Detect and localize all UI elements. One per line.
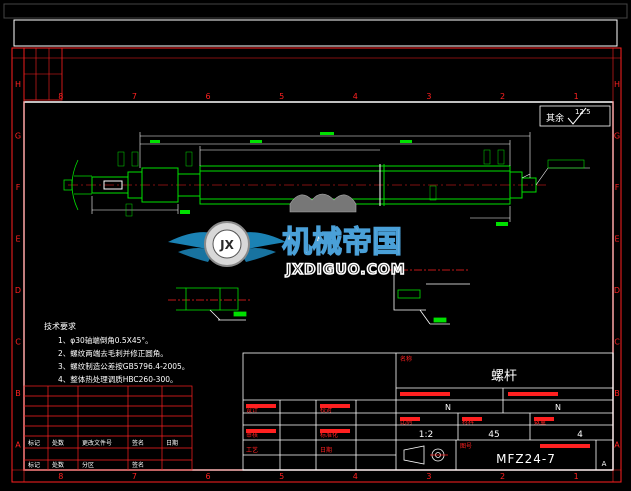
- zone-row-label: C: [15, 337, 21, 346]
- revision-table-headers: 标记 处数 更改文件号 签名 日期 标记 处数 分区 签名: [28, 439, 178, 469]
- date-caption: 日期: [320, 446, 332, 454]
- zone-row-label: A: [15, 440, 21, 449]
- watermark-en: JXDIGUO.COM: [285, 262, 406, 278]
- roughness-note: 其余 12.5: [539, 105, 611, 127]
- zone-row-label: G: [15, 131, 21, 140]
- tech-note-2: 2、螺纹两端去毛刺并修正圆角。: [58, 348, 168, 358]
- rev-footer-count: 处数: [52, 461, 64, 469]
- zone-col-label: 4: [353, 92, 358, 101]
- zone-col-label: 1: [574, 92, 579, 101]
- approve-caption: 审核: [246, 431, 258, 439]
- quantity-value: 4: [577, 430, 583, 440]
- zone-col-label: 4: [353, 472, 358, 481]
- zone-row-label: D: [15, 286, 21, 295]
- zone-row-label: F: [615, 183, 620, 192]
- rev-footer-mark: 标记: [28, 461, 40, 469]
- check-caption: 校对: [320, 406, 332, 414]
- scale-caption: 比例: [400, 418, 412, 426]
- zone-col-label: 5: [279, 92, 284, 101]
- zone-col-label: 6: [206, 92, 211, 101]
- material-value: 45: [488, 430, 499, 440]
- rev-header-count: 处数: [52, 439, 64, 447]
- tech-notes-title: 技术要求: [44, 321, 76, 331]
- zone-col-labels-top: 8 7 6 5 4 3 2 1: [58, 92, 578, 101]
- thread-profile-detail: [289, 193, 357, 213]
- zone-row-label: D: [614, 286, 620, 295]
- n-right: N: [555, 403, 561, 412]
- tech-note-3: 3、螺纹制造公差按GB5796.4-2005。: [58, 361, 189, 371]
- top-strip: [13, 19, 618, 47]
- roughness-value: 12.5: [575, 108, 591, 116]
- rev-footer-sign: 签名: [132, 461, 144, 469]
- dimension-lines: [91, 132, 531, 222]
- rev-header-sign: 签名: [132, 439, 144, 447]
- left-end-callout: [63, 159, 92, 211]
- title-block-accents: [246, 392, 590, 448]
- zone-col-labels-bottom: 8 7 6 5 4 3 2 1: [58, 472, 578, 481]
- zone-row-label: E: [614, 234, 619, 243]
- tech-note-1: 1、φ30轴端倒角0.5X45°。: [58, 335, 153, 345]
- tech-note-4: 4、整体热处理调质HBC260-300。: [58, 374, 178, 384]
- part-name-caption: 名称: [400, 355, 412, 363]
- sheet-letter: A: [602, 460, 607, 468]
- rev-header-mark: 标记: [28, 439, 40, 447]
- rev-header-doc: 更改文件号: [82, 439, 112, 447]
- roughness-label: 其余: [546, 112, 564, 124]
- rev-footer-zone: 分区: [82, 461, 94, 469]
- zone-col-label: 1: [574, 472, 579, 481]
- zone-col-label: 6: [206, 472, 211, 481]
- zone-col-label: 5: [279, 472, 284, 481]
- watermark-badge: JX: [219, 238, 234, 252]
- screw-shaft-view: [68, 164, 548, 206]
- zone-row-label: A: [614, 440, 620, 449]
- title-block-grid: [242, 352, 614, 471]
- watermark-logo: JX 机械帝国 JXDIGUO.COM: [168, 221, 406, 279]
- zone-row-labels-left: H G F E D C B A: [15, 80, 21, 450]
- right-end-tolerance-box: [521, 159, 590, 186]
- zone-row-label: B: [15, 389, 21, 398]
- zone-row-label: E: [15, 234, 20, 243]
- viewport-edge: [3, 3, 628, 19]
- outer-frame: [11, 47, 622, 483]
- section-detail-right: [386, 269, 470, 325]
- scale-value: 1:2: [419, 430, 433, 440]
- part-name: 螺杆: [491, 369, 517, 384]
- zone-col-label: 3: [426, 472, 431, 481]
- left-stamp-box: [23, 47, 63, 101]
- quantity-caption: 数量: [534, 418, 546, 426]
- title-block-captions: 名称 设计 校对 审核 标准化 工艺 日期 比例 材料 数量 图号: [246, 355, 546, 454]
- zone-row-label: H: [15, 80, 21, 89]
- zone-col-label: 8: [58, 92, 63, 101]
- n-left: N: [445, 403, 451, 412]
- drawing-no-caption: 图号: [460, 443, 472, 450]
- process-caption: 工艺: [246, 446, 258, 454]
- zone-row-label: F: [16, 183, 21, 192]
- zone-col-label: 3: [426, 92, 431, 101]
- zone-row-label: G: [614, 131, 620, 140]
- zone-col-label: 7: [132, 92, 137, 101]
- zone-col-label: 2: [500, 472, 505, 481]
- design-caption: 设计: [246, 406, 258, 414]
- rev-header-date: 日期: [166, 439, 178, 447]
- technical-notes: 技术要求 1、φ30轴端倒角0.5X45°。 2、螺纹两端去毛刺并修正圆角。 3…: [44, 321, 189, 384]
- watermark-cn: 机械帝国: [282, 225, 402, 260]
- zone-row-label: B: [614, 389, 620, 398]
- zone-col-label: 2: [500, 92, 505, 101]
- section-detail-left: [168, 287, 250, 321]
- zone-col-label: 7: [132, 472, 137, 481]
- projection-symbol-icon: [403, 445, 448, 465]
- revision-table: [23, 385, 193, 471]
- zone-row-labels-right: H G F E D C B A: [614, 80, 620, 450]
- dimension-markings: [117, 132, 508, 226]
- zone-col-label: 8: [58, 472, 63, 481]
- zone-row-label: H: [614, 80, 620, 89]
- material-caption: 材料: [462, 418, 474, 426]
- inner-frame: [23, 101, 614, 471]
- zone-row-label: C: [614, 337, 620, 346]
- drawing-number: MFZ24-7: [496, 452, 556, 466]
- title-block-values: 螺杆 N N 1:2 45 4 MFZ24-7 A: [419, 369, 607, 468]
- std-caption: 标准化: [320, 431, 338, 439]
